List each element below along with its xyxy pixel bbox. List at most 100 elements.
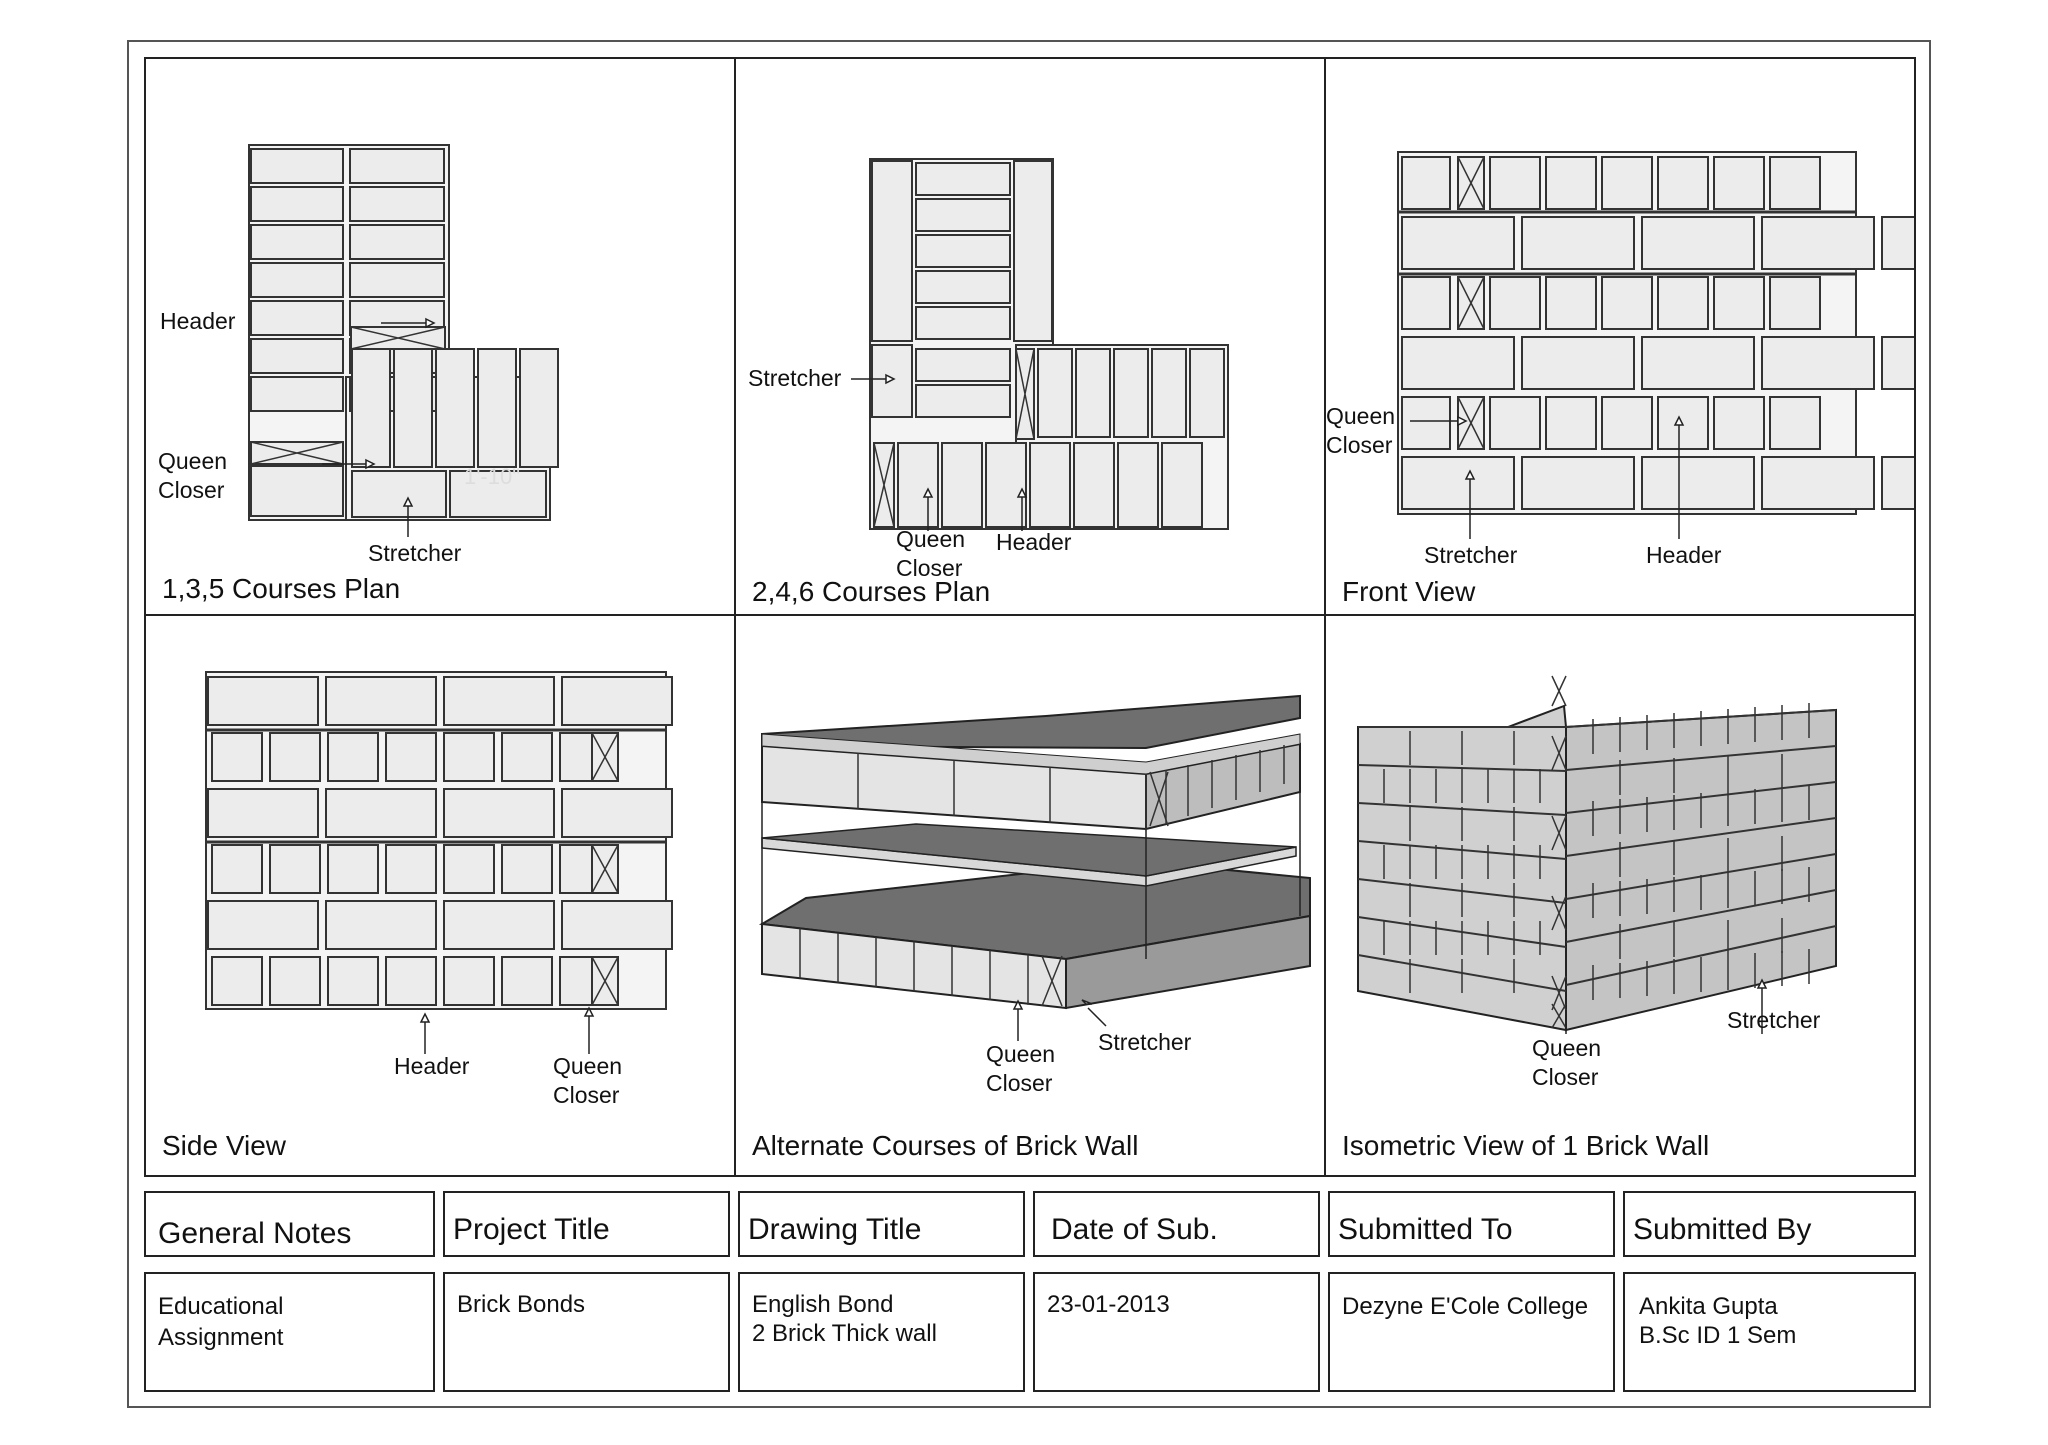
queen-closer-mark	[1551, 675, 1567, 707]
queen-closer-label: Queen Closer	[896, 526, 966, 581]
header-brick	[1073, 442, 1115, 528]
header-brick	[915, 348, 1011, 382]
header-brick	[385, 956, 437, 1006]
stretcher-brick	[1401, 456, 1515, 510]
drawing-title-header: Drawing Title	[738, 1191, 1025, 1257]
course-line	[1565, 745, 1837, 771]
header-brick	[349, 186, 445, 222]
side-view-drawing	[205, 671, 673, 1054]
header-brick	[1769, 396, 1821, 450]
drawing-title-line-2: 2 Brick Thick wall	[752, 1320, 937, 1347]
header-brick	[250, 338, 344, 374]
course-line	[1565, 889, 1837, 943]
stretcher-brick	[477, 348, 517, 468]
stretcher-label: Stretcher	[1727, 1007, 1821, 1033]
header-brick	[1189, 348, 1225, 438]
header-brick	[1713, 396, 1765, 450]
stretcher-brick	[325, 900, 437, 950]
stretcher-brick	[561, 676, 673, 726]
header-brick	[1713, 156, 1765, 210]
stretcher-brick	[1881, 456, 1914, 510]
stretcher-brick	[1761, 216, 1875, 270]
drawing-frame: 1'-10" Header Queen Closer Stretcher 1,3…	[144, 57, 1916, 1177]
stretcher-brick	[325, 788, 437, 838]
submitted-by-line-1: Ankita Gupta	[1639, 1293, 1778, 1320]
header-brick	[1489, 396, 1541, 450]
header-brick	[443, 732, 495, 782]
queen-closer-mark	[1015, 348, 1035, 440]
header-label: Header	[394, 1053, 470, 1079]
header-brick	[211, 956, 263, 1006]
header-brick	[1029, 442, 1071, 528]
stretcher-label: Stretcher	[748, 365, 842, 391]
plan-246-drawing	[851, 158, 1229, 531]
front-view-drawing	[1397, 151, 1914, 539]
panel-caption: Isometric View of 1 Brick Wall	[1342, 1130, 1710, 1161]
queen-closer-mark	[591, 732, 619, 782]
panel-caption: Alternate Courses of Brick Wall	[752, 1130, 1139, 1161]
submitted-by-header: Submitted By	[1623, 1191, 1916, 1257]
submitted-by-line-2: B.Sc ID 1 Sem	[1639, 1322, 1797, 1349]
panel-caption: 2,4,6 Courses Plan	[752, 576, 991, 607]
panel-caption: Front View	[1342, 576, 1476, 607]
queen-closer-label: Queen Closer	[158, 448, 228, 503]
project-title-line-1: Brick Bonds	[457, 1291, 586, 1318]
header-brick	[349, 148, 445, 184]
stretcher-brick	[1641, 336, 1755, 390]
course-line	[1565, 817, 1837, 857]
panel-plan-246: Stretcher Queen Closer Header 2,4,6 Cour…	[736, 59, 1326, 616]
header-brick	[1657, 396, 1709, 450]
header-brick	[1117, 442, 1159, 528]
header-brick	[250, 262, 344, 298]
dimension-label: 1'-10"	[464, 464, 520, 489]
header-brick	[1151, 348, 1187, 438]
stretcher-brick	[1521, 456, 1635, 510]
header-brick	[1657, 156, 1709, 210]
stretcher-brick	[1521, 336, 1635, 390]
header-brick	[1657, 276, 1709, 330]
general-notes-header: General Notes	[144, 1191, 435, 1257]
header-brick	[211, 844, 263, 894]
header-brick	[915, 198, 1011, 232]
header-brick	[501, 956, 553, 1006]
header-brick	[1037, 348, 1073, 438]
header-brick	[269, 844, 321, 894]
header-brick	[349, 262, 445, 298]
header-brick	[501, 732, 553, 782]
header-brick	[250, 186, 344, 222]
header-brick	[915, 384, 1011, 418]
queen-closer-mark	[350, 326, 446, 350]
stretcher-brick	[1881, 336, 1914, 390]
header-brick	[1489, 156, 1541, 210]
queen-closer-mark	[1551, 895, 1567, 931]
header-brick	[349, 224, 445, 260]
header-brick	[269, 956, 321, 1006]
stretcher-brick	[443, 676, 555, 726]
drawing-title-line-1: English Bond	[752, 1291, 894, 1318]
alternate-courses-drawing	[758, 694, 1311, 1041]
queen-closer-mark	[873, 442, 895, 528]
stretcher-brick	[1401, 336, 1515, 390]
general-notes-value: Educational Assignment	[144, 1272, 435, 1392]
stretcher-label: Stretcher	[1098, 1029, 1192, 1055]
header-brick	[250, 148, 344, 184]
header-brick	[941, 442, 983, 528]
date-line-1: 23-01-2013	[1047, 1291, 1170, 1318]
drawing-sheet	[127, 40, 1931, 1408]
header-label: Header	[1646, 542, 1722, 568]
general-notes-line-1: Educational	[158, 1293, 284, 1320]
stretcher-brick	[1641, 456, 1755, 510]
queen-closer-label: Queen Closer	[1326, 403, 1396, 458]
stretcher-brick	[250, 465, 344, 517]
header-brick	[915, 306, 1011, 340]
queen-closer-mark	[1149, 771, 1169, 827]
stretcher-brick	[351, 348, 391, 468]
header-brick	[897, 442, 939, 528]
header-brick	[1545, 156, 1597, 210]
header-brick	[1401, 276, 1451, 330]
stretcher-brick	[519, 348, 559, 468]
stretcher-brick	[871, 160, 913, 342]
panel-side-view: Header Queen Closer Side View	[146, 616, 736, 1175]
header-brick	[327, 956, 379, 1006]
header-brick	[211, 732, 263, 782]
